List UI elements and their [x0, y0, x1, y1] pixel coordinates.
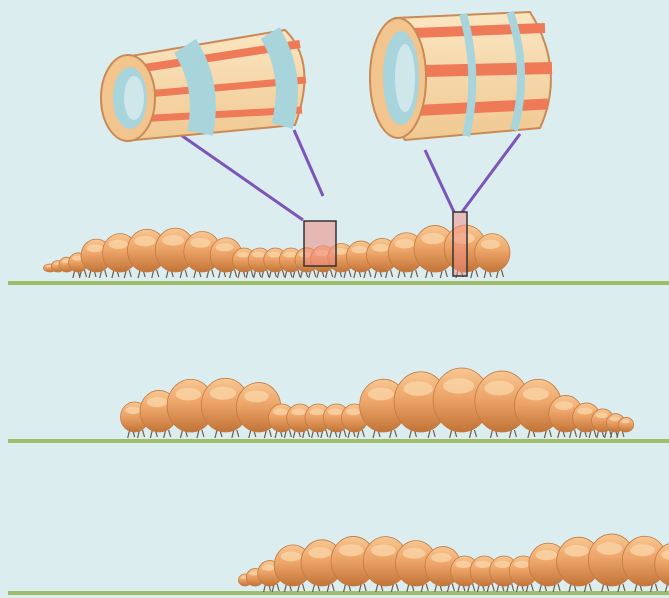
segment-highlight: [443, 378, 474, 393]
segment-highlight: [514, 561, 530, 568]
segment-highlight: [351, 246, 367, 253]
segment-highlight: [328, 408, 343, 415]
segment-highlight: [147, 397, 168, 407]
segment-highlight: [308, 547, 331, 558]
setae: [509, 430, 516, 438]
segment-highlight: [190, 238, 210, 248]
segment-highlight: [484, 381, 514, 396]
segment-highlight: [237, 252, 250, 258]
segment-highlight: [595, 413, 607, 419]
segment-highlight: [291, 408, 306, 415]
highlight-box-contracted: [453, 212, 467, 276]
segment-highlight: [86, 244, 103, 252]
muscle-cylinder-icon: [101, 30, 306, 141]
ground-line-3: [8, 591, 669, 595]
segment-highlight: [372, 244, 389, 252]
segment-highlight: [597, 542, 623, 554]
muscle-cylinder-icon: [370, 12, 552, 140]
segment-highlight: [621, 420, 629, 423]
segment-highlight: [495, 561, 511, 568]
pointer-lines: [178, 130, 520, 220]
segment-highlight: [610, 417, 620, 421]
segment-highlight: [403, 381, 432, 395]
segment-highlight: [481, 240, 500, 249]
segment-highlight: [281, 551, 302, 561]
setae: [428, 430, 435, 438]
segment-highlight: [536, 550, 557, 560]
segment-highlight: [523, 388, 549, 401]
earthworm-icon: [239, 534, 669, 592]
segment-highlight: [368, 388, 394, 401]
worm-segment: [618, 417, 633, 432]
segment-highlight: [346, 408, 361, 415]
segment-highlight: [210, 387, 236, 400]
segment-highlight: [216, 243, 233, 251]
segment-highlight: [431, 553, 451, 562]
segment-highlight: [371, 545, 395, 557]
segment-highlight: [456, 561, 472, 568]
segment-highlight: [475, 561, 491, 568]
segment-highlight: [421, 233, 444, 244]
worm-segment: [475, 234, 510, 272]
segment-highlight: [134, 236, 155, 246]
segment-highlight: [564, 545, 588, 557]
segment-highlight: [244, 390, 268, 402]
segment-highlight: [273, 408, 288, 415]
setae: [469, 430, 476, 438]
segment-highlight: [395, 239, 415, 248]
highlight-box-stretched: [304, 221, 336, 266]
ground-line-1: [8, 281, 669, 285]
segment-highlight: [162, 235, 184, 246]
segment-highlight: [262, 565, 275, 571]
ground-line-2: [8, 439, 669, 443]
segment-highlight: [125, 407, 141, 414]
segment-highlight: [339, 544, 364, 556]
segment-highlight: [403, 548, 426, 559]
earthworm-icon: [121, 368, 634, 438]
segment-highlight: [268, 252, 281, 258]
segment-highlight: [175, 388, 201, 401]
segment-highlight: [555, 401, 574, 410]
segment-highlight: [630, 544, 655, 556]
segment-highlight: [310, 408, 325, 415]
segment-highlight: [283, 252, 296, 258]
segment-highlight: [109, 240, 128, 249]
earthworm-icon: [44, 225, 510, 278]
segment-highlight: [577, 408, 592, 415]
setae: [232, 430, 239, 438]
segment-highlight: [252, 252, 265, 258]
